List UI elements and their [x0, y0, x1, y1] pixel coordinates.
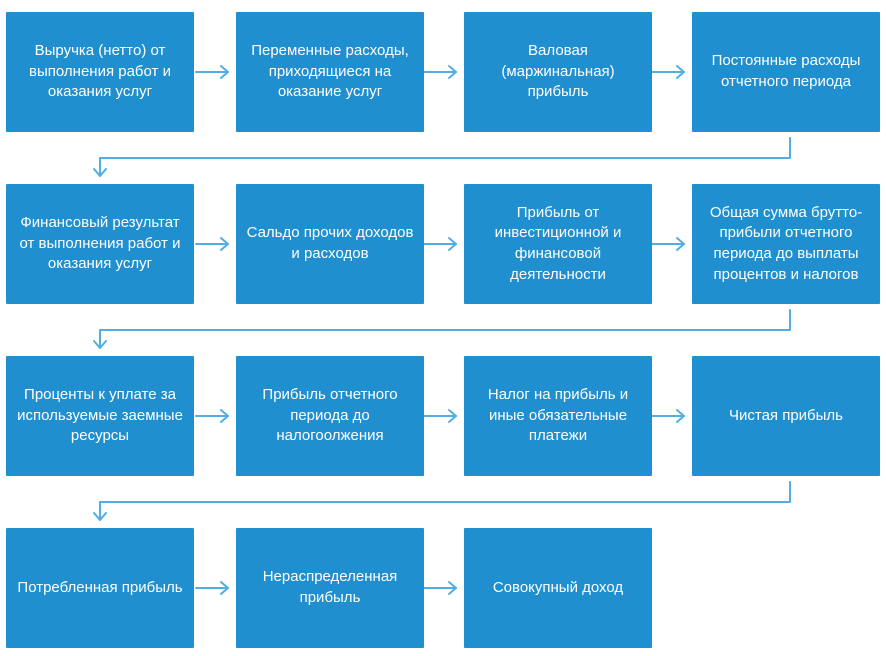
box-variable-costs: Переменные расходы, приходящиеся на оказ… — [236, 12, 424, 132]
arrow-down-return — [99, 481, 791, 521]
box-text: Финансовый результат от выполнения работ… — [19, 213, 181, 273]
arrow-right — [448, 65, 457, 79]
box-text: Налог на прибыль и иные обязательные пла… — [487, 385, 629, 445]
box-text: Потребленная прибыль — [17, 578, 183, 596]
arrow-down-return — [99, 137, 791, 177]
box-fixed-costs: Постоянные расходы отчетного периода — [692, 12, 880, 132]
box-interest-payable: Проценты к уплате за используемые заемны… — [6, 356, 194, 476]
box-text: Валовая (маржинальная) прибыль — [501, 41, 615, 101]
box-financial-result: Финансовый результат от выполнения работ… — [6, 184, 194, 304]
arrow-down-return — [93, 168, 107, 177]
box-gross-margin-profit: Валовая (маржинальная) прибыль — [464, 12, 652, 132]
box-text: Прибыль отчетного периода до налогоолжен… — [262, 385, 398, 445]
box-text: Переменные расходы, приходящиеся на оказ… — [251, 41, 409, 101]
box-text: Постоянные расходы отчетного периода — [711, 52, 861, 90]
arrow-right — [220, 65, 229, 79]
box-retained-profit: Нераспределенная прибыль — [236, 528, 424, 648]
box-pretax-profit: Прибыль отчетного периода до налогоолжен… — [236, 356, 424, 476]
arrow-right — [220, 237, 229, 251]
arrow-right — [676, 409, 685, 423]
arrow-right — [220, 409, 229, 423]
box-text: Нераспределенная прибыль — [262, 568, 398, 606]
box-investment-financial-profit: Прибыль от инвестиционной и финансовой д… — [464, 184, 652, 304]
arrow-right — [448, 237, 457, 251]
box-other-income-balance: Сальдо прочих доходов и расходов — [236, 184, 424, 304]
box-gross-profit-total: Общая сумма брутто-прибыли отчетного пер… — [692, 184, 880, 304]
box-text: Проценты к уплате за используемые заемны… — [17, 385, 183, 445]
box-text: Выручка (нетто) от выполнения работ и ок… — [29, 41, 171, 101]
box-net-profit: Чистая прибыль — [692, 356, 880, 476]
arrow-down-return — [93, 340, 107, 349]
box-text: Прибыль от инвестиционной и финансовой д… — [494, 203, 622, 283]
box-text: Чистая прибыль — [729, 406, 843, 424]
box-text: Сальдо прочих доходов и расходов — [246, 224, 414, 262]
box-consumed-profit: Потребленная прибыль — [6, 528, 194, 648]
arrow-right — [220, 581, 229, 595]
arrow-right — [676, 65, 685, 79]
box-revenue-net: Выручка (нетто) от выполнения работ и ок… — [6, 12, 194, 132]
box-profit-tax: Налог на прибыль и иные обязательные пла… — [464, 356, 652, 476]
arrow-right — [448, 409, 457, 423]
box-text: Общая сумма брутто-прибыли отчетного пер… — [709, 203, 863, 283]
arrow-down-return — [99, 309, 791, 349]
box-text: Совокупный доход — [492, 578, 624, 596]
box-total-income: Совокупный доход — [464, 528, 652, 648]
arrow-right — [448, 581, 457, 595]
arrow-down-return — [93, 512, 107, 521]
arrow-right — [676, 237, 685, 251]
